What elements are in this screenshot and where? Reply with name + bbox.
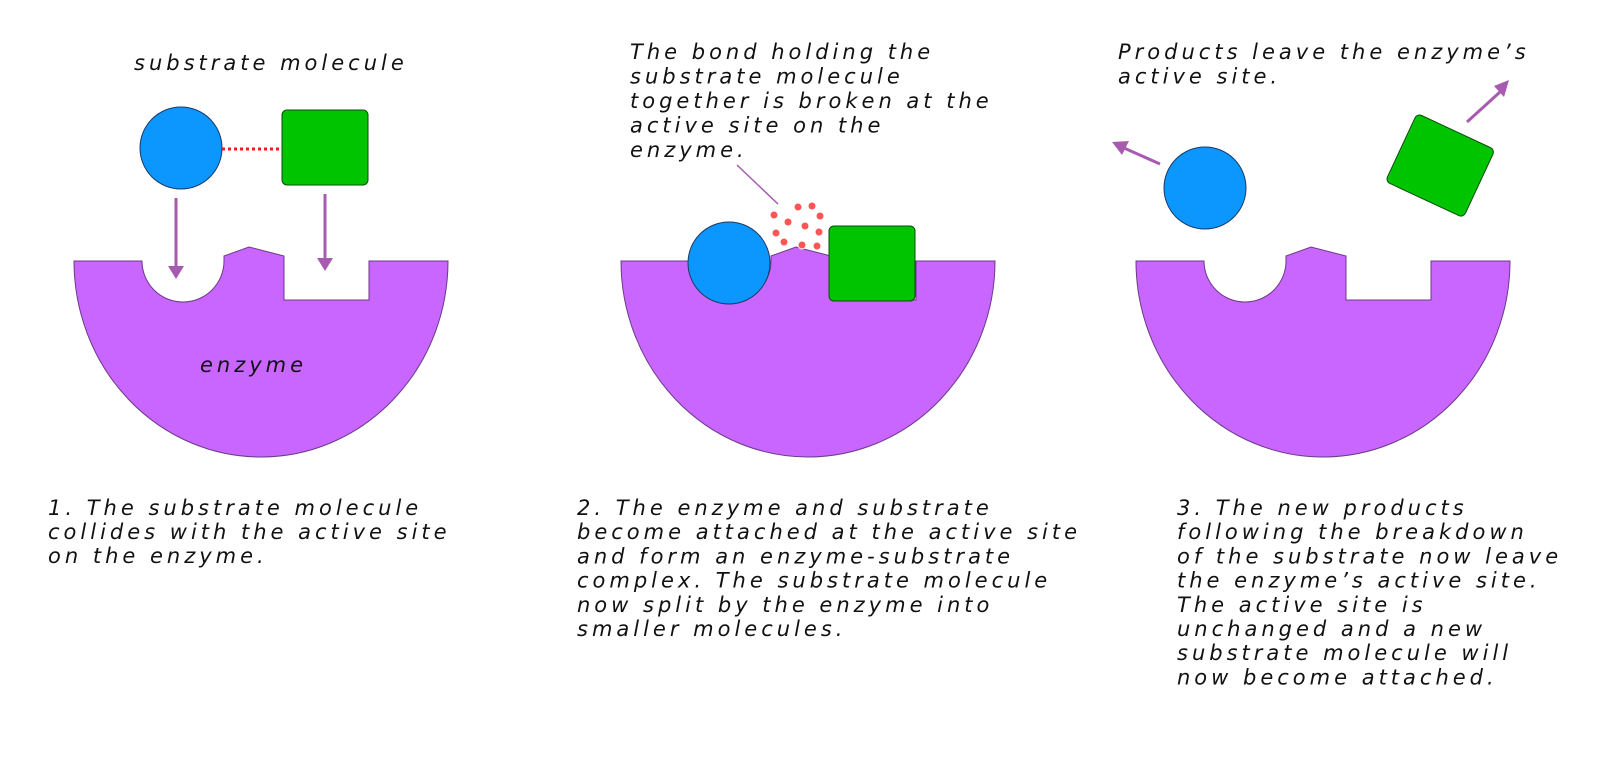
caption-step-2-line: and form an enzyme-substrate <box>577 544 1014 568</box>
substrate-molecule-label: substrate molecule <box>134 51 408 75</box>
enzyme-shape <box>1135 246 1511 458</box>
panel-1: substrate molecule enzyme 1. The substra… <box>48 51 451 568</box>
substrate-circle-part <box>687 221 771 305</box>
bond-broken-callout-line: The bond holding the <box>630 40 934 64</box>
bond-broken-callout-line: together is broken at the <box>630 89 993 113</box>
caption-step-3-line: The active site is <box>1177 593 1427 617</box>
product-square <box>1386 114 1494 217</box>
caption-step-1-line: 1. The substrate molecule <box>48 496 422 520</box>
substrate-circle-part <box>139 106 223 190</box>
enzyme-shape <box>73 246 449 458</box>
products-leave-callout-line: active site. <box>1118 65 1281 89</box>
product-circle <box>1163 146 1247 230</box>
caption-step-3-line: 3. The new products <box>1177 496 1468 520</box>
caption-step-3-line: now become attached. <box>1177 665 1498 689</box>
caption-step-3-line: of the substrate now leave <box>1177 544 1562 568</box>
caption-step-3-line: substrate molecule will <box>1177 641 1512 665</box>
bond-broken-callout-line: substrate molecule <box>630 65 904 89</box>
caption-step-2-line: complex. The substrate molecule <box>577 569 1051 593</box>
caption-step-2-line: now split by the enzyme into <box>577 593 993 617</box>
arrow-up-right-icon <box>1465 90 1502 124</box>
bond-broken-callout-line: active site on the <box>630 114 884 138</box>
caption-step-1-line: collides with the active site <box>48 520 451 544</box>
broken-bond-dots <box>769 201 825 251</box>
substrate-square-part <box>281 109 369 186</box>
substrate-square-part <box>828 225 916 302</box>
arrow-up-left-icon <box>1123 146 1161 166</box>
enzyme-label: enzyme <box>200 353 307 377</box>
caption-step-1-line: on the enzyme. <box>48 544 268 568</box>
caption-step-3-line: unchanged and a new <box>1177 617 1486 641</box>
caption-step-2-line: smaller molecules. <box>577 617 846 641</box>
products-leave-callout-line: Products leave the enzyme’s <box>1118 40 1530 64</box>
caption-step-3-line: following the breakdown <box>1177 520 1528 544</box>
callout-pointer-line <box>736 164 779 205</box>
caption-step-3-line: the enzyme’s active site. <box>1177 569 1541 593</box>
bond-broken-callout-line: enzyme. <box>630 138 748 162</box>
caption-step-2-line: 2. The enzyme and substrate <box>577 496 993 520</box>
enzyme-shape <box>620 246 996 458</box>
caption-step-2-line: become attached at the active site <box>577 520 1081 544</box>
